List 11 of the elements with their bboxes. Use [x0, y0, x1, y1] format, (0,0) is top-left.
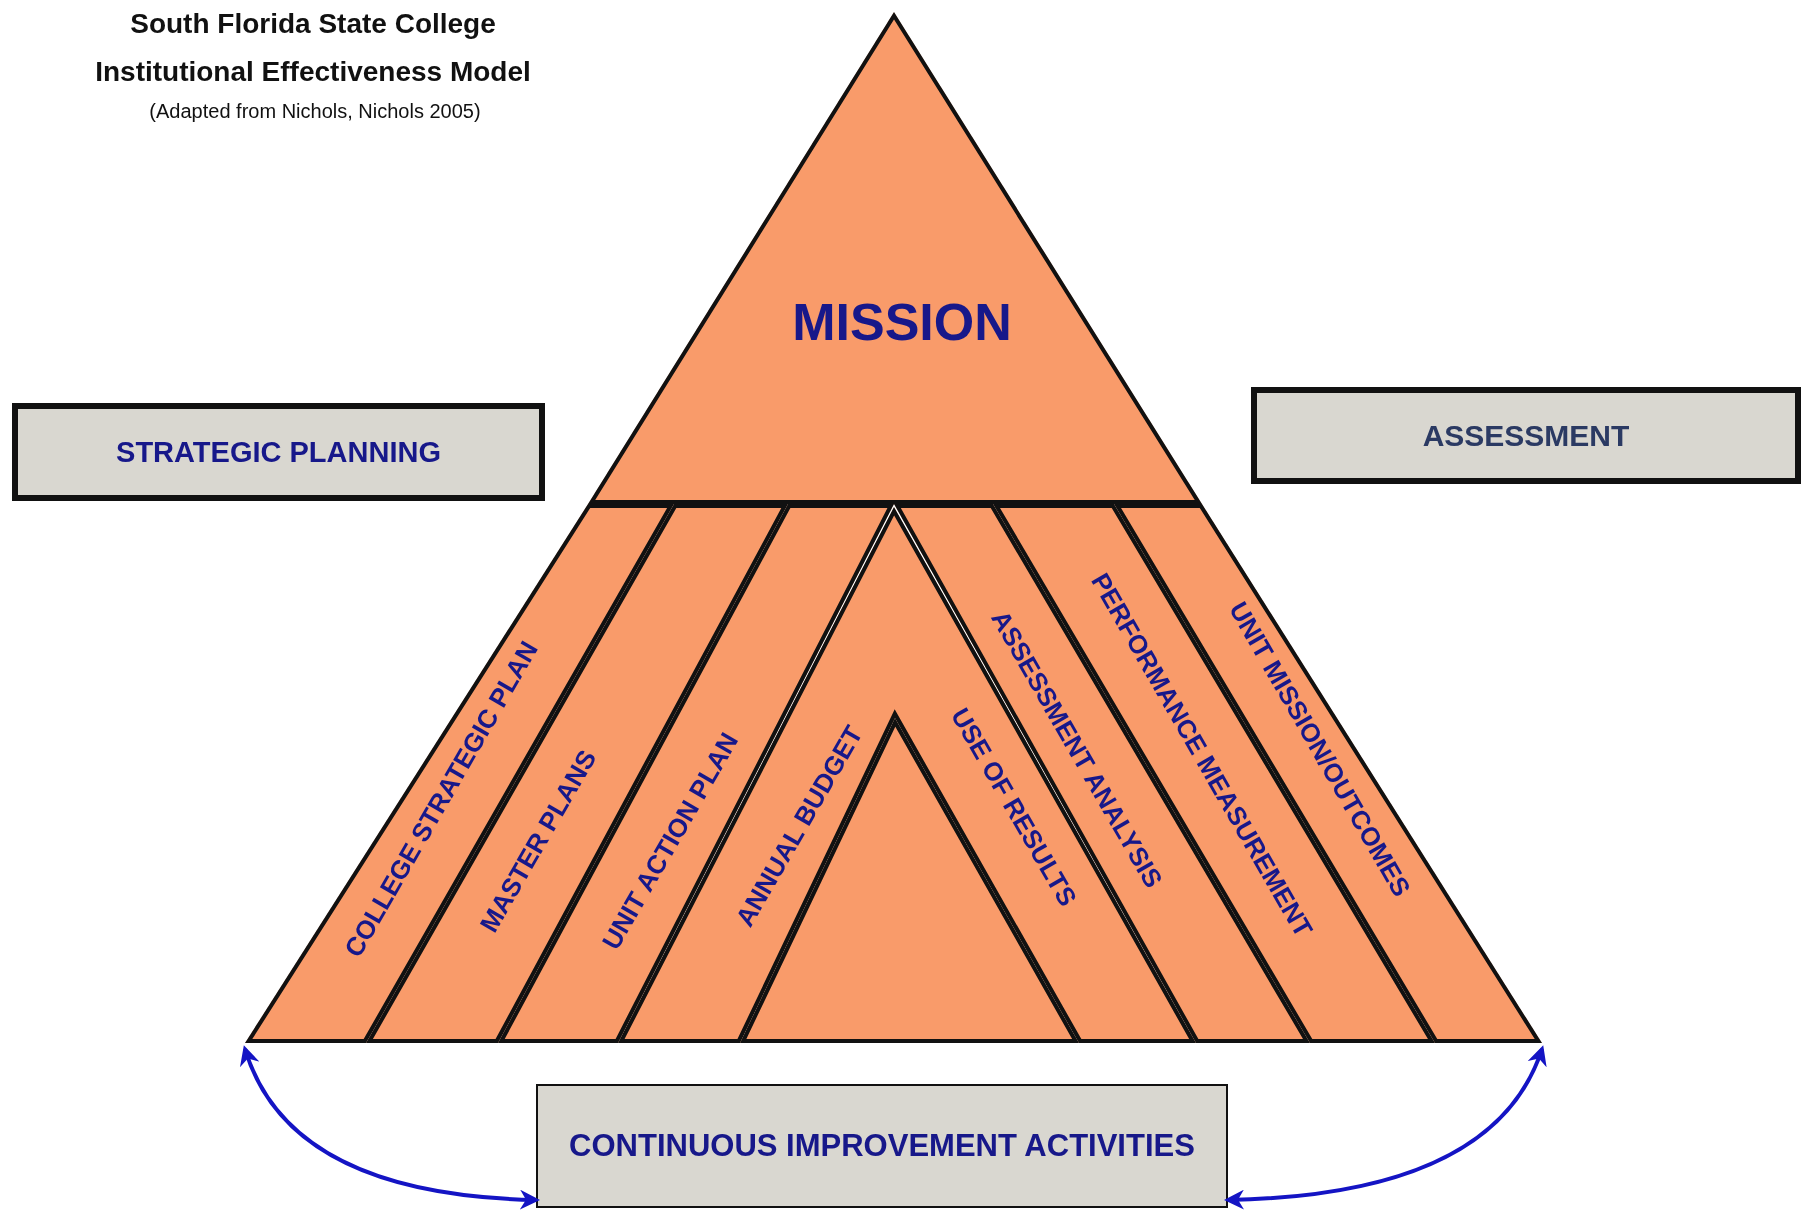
curved-double-arrow — [1224, 1045, 1546, 1210]
source-note: (Adapted from Nichols, Nichols 2005) — [148, 100, 482, 123]
label-box — [1251, 387, 1801, 484]
label-box — [536, 1084, 1228, 1208]
box-label: ASSESSMENT — [1422, 418, 1630, 453]
label-box — [12, 403, 545, 501]
curved-double-arrow — [241, 1045, 540, 1210]
mission-label: MISSION — [792, 296, 1012, 348]
box-label: STRATEGIC PLANNING — [116, 435, 441, 469]
box-label: CONTINUOUS IMPROVEMENT ACTIVITIES — [569, 1128, 1195, 1164]
diagram-title: South Florida State College Institutional Effectiveness Model — [94, 7, 532, 89]
